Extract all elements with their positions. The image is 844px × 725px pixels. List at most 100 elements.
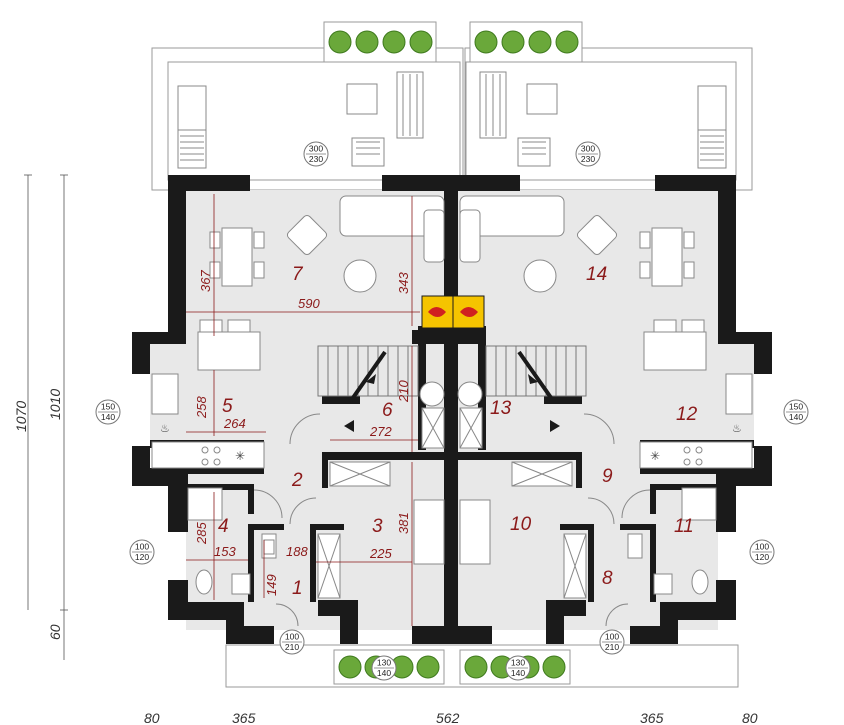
- terrace-table-left: [346, 71, 424, 167]
- plant-icon: [528, 30, 552, 54]
- dimension-label: 258: [194, 396, 209, 419]
- column-right: [457, 381, 483, 407]
- dimension-label: 381: [396, 512, 411, 534]
- room-number: 3: [372, 516, 383, 537]
- plant-icon: [328, 30, 352, 54]
- window-width: 130: [377, 658, 391, 668]
- window-callouts: 3002303002301501401501401001201001201002…: [95, 141, 809, 681]
- hall-furniture: [317, 407, 587, 599]
- dining-set-left: [209, 227, 265, 287]
- dimension-label: 210: [396, 380, 411, 403]
- planter-top-left: [323, 21, 437, 63]
- terrace-table-right: [479, 71, 558, 167]
- fan-icon: ✳: [235, 449, 245, 463]
- armchair-left: [286, 214, 328, 256]
- dimension-label: 272: [369, 424, 392, 439]
- outer-dimension-label: 60: [47, 624, 63, 640]
- room-number: 13: [490, 398, 512, 419]
- doors: [253, 413, 651, 627]
- window-height: 140: [101, 412, 115, 422]
- window-width: 100: [755, 542, 769, 552]
- plant-icon: [464, 655, 488, 679]
- outer-dimension-label: 562: [436, 710, 460, 725]
- window-width: 100: [605, 632, 619, 642]
- fireplace: [421, 295, 485, 329]
- room-number: 14: [586, 264, 607, 285]
- plant-icon: [416, 655, 440, 679]
- bathroom-right: [627, 487, 717, 595]
- plant-icon: [382, 30, 406, 54]
- plant-icon: [338, 655, 362, 679]
- window-width: 300: [581, 144, 595, 154]
- window-height: 230: [581, 154, 595, 164]
- stair-arrow-left-icon: [366, 374, 376, 384]
- terrace-right: [464, 47, 753, 191]
- planter-top-right: [469, 21, 583, 63]
- coffee-table-left: [343, 259, 377, 293]
- coffee-table-right: [523, 259, 557, 293]
- armchair-right: [576, 214, 618, 256]
- window-width: 300: [309, 144, 323, 154]
- arrow-left-icon: [344, 420, 354, 432]
- sunbed-right: [697, 85, 727, 169]
- dining-set-right: [639, 227, 695, 287]
- fan-icon: ✳: [650, 449, 660, 463]
- outer-dimension-label: 365: [640, 710, 664, 725]
- sunbed-left: [177, 85, 207, 169]
- outer-dimension-label: 80: [144, 710, 160, 725]
- window-height: 120: [135, 552, 149, 562]
- outer-dimension-label: 80: [742, 710, 758, 725]
- plant-icon: [555, 30, 579, 54]
- window-height: 140: [377, 668, 391, 678]
- boiler-icon: ♨: [160, 422, 170, 435]
- plant-icon: [409, 30, 433, 54]
- window-width: 130: [511, 658, 525, 668]
- plant-icon: [355, 30, 379, 54]
- dimension-label: 153: [214, 544, 236, 559]
- window-height: 120: [755, 552, 769, 562]
- room-number: 2: [291, 470, 303, 491]
- window-height: 230: [309, 154, 323, 164]
- window-width: 100: [135, 542, 149, 552]
- outer-dimension-label: 1070: [13, 401, 29, 432]
- flame-icon: [460, 307, 478, 317]
- window-height: 140: [789, 412, 803, 422]
- arrow-right-icon: [550, 420, 560, 432]
- dimension-label: 590: [298, 296, 320, 311]
- dimension-label: 343: [396, 272, 411, 294]
- window-width: 100: [285, 632, 299, 642]
- room-labels: 1 2 3 4 5 6 7 8 9 10 11 12 13 14: [218, 264, 698, 599]
- plant-icon: [542, 655, 566, 679]
- room-number: 1: [292, 578, 303, 599]
- stair-arrow-right-icon: [528, 374, 538, 384]
- room-number: 6: [382, 400, 393, 421]
- window-height: 210: [605, 642, 619, 652]
- boiler-icon: ♨: [732, 422, 742, 435]
- staircase-left: [317, 345, 419, 404]
- inner-dimensions: 367 343 590 258 264 210 272 285 153 188 …: [194, 270, 411, 596]
- dimension-label: 149: [264, 574, 279, 596]
- terrace-left: [151, 47, 464, 191]
- plant-icon: [474, 30, 498, 54]
- room-number: 10: [510, 514, 532, 535]
- dimension-label: 264: [223, 416, 246, 431]
- bathroom-left: [187, 487, 277, 595]
- room-number: 7: [292, 264, 304, 285]
- staircase-right: [485, 345, 587, 404]
- window-width: 150: [101, 402, 115, 412]
- sofa-left: [339, 195, 445, 263]
- party-wall: [412, 175, 486, 643]
- outer-dimension-label: 365: [232, 710, 256, 725]
- room-number: 12: [676, 404, 698, 425]
- inner-dimension-lines: [186, 194, 420, 626]
- kitchen-right: [639, 319, 753, 469]
- room-number: 5: [222, 396, 233, 417]
- outer-dimension-lines: [24, 174, 68, 660]
- room-number: 9: [602, 466, 613, 487]
